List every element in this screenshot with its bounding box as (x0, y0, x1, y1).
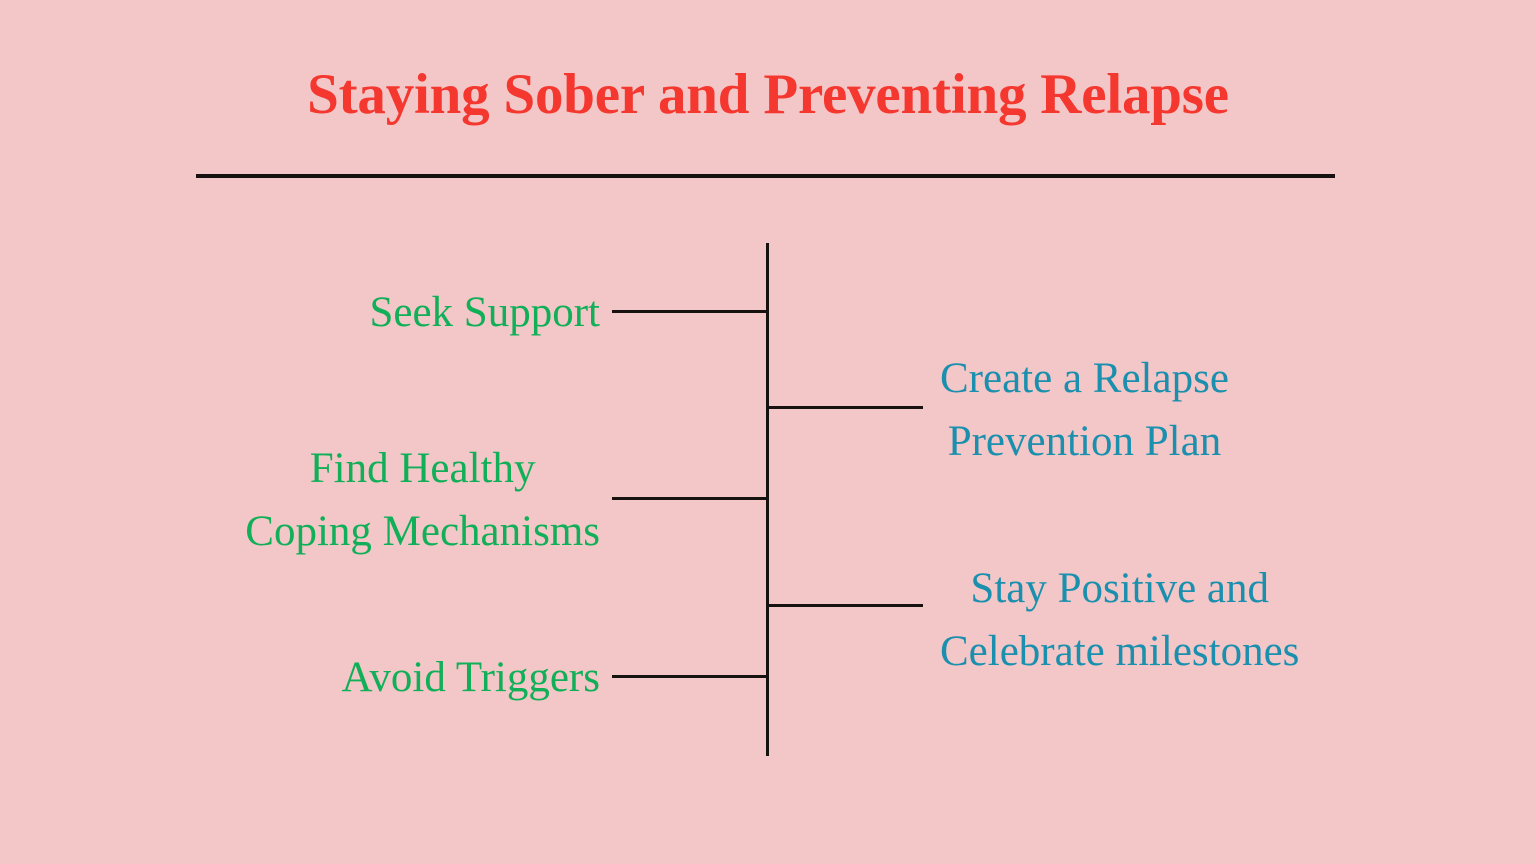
branch-label-avoid-triggers: Avoid Triggers (341, 654, 600, 701)
branch-label-seek-support: Seek Support (369, 289, 600, 336)
connector-right-stay-positive (766, 604, 923, 607)
connector-right-relapse-plan (766, 406, 923, 409)
title-divider (196, 174, 1335, 178)
branch-label-relapse-prevention-plan: Create a Relapse Prevention Plan (940, 355, 1229, 465)
connector-left-seek-support (612, 310, 769, 313)
page-title: Staying Sober and Preventing Relapse (307, 63, 1229, 126)
connector-left-avoid-triggers (612, 675, 769, 678)
connector-left-coping-mechanisms (612, 497, 769, 500)
branch-label-coping-mechanisms: Find Healthy Coping Mechanisms (245, 445, 600, 555)
branch-label-stay-positive: Stay Positive and Celebrate milestones (940, 565, 1300, 675)
